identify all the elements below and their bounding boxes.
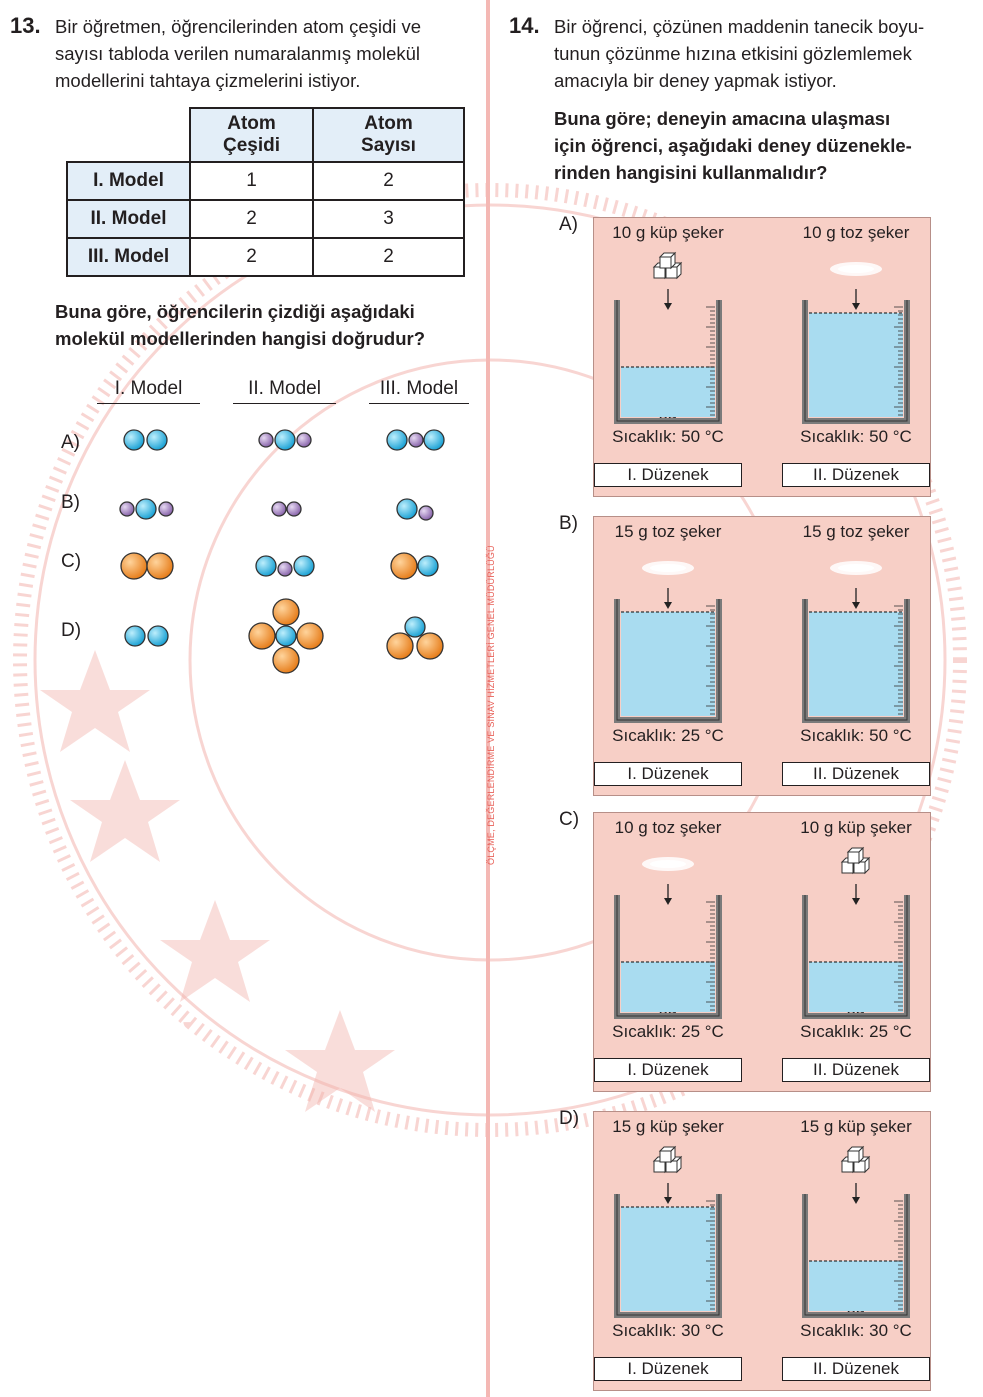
cell-type: 1 <box>189 161 314 201</box>
volume-label: 50 mL su <box>644 381 692 423</box>
molecule-a-3 <box>386 429 445 451</box>
column-divider <box>486 0 490 1397</box>
cell-type: 2 <box>189 199 314 239</box>
q13-option-b[interactable]: B) <box>61 492 80 513</box>
row-label: I. Model <box>66 161 191 201</box>
molecule-c-3 <box>390 552 439 580</box>
model-header-1: I. Model <box>97 378 200 404</box>
molecule-a-1 <box>123 429 168 451</box>
setup-label: I. Düzenek <box>594 1058 742 1082</box>
q13-option-c[interactable]: C) <box>61 551 82 572</box>
volume-label: 50 mL su <box>644 976 692 1018</box>
setup-label: I. Düzenek <box>594 463 742 487</box>
setup-label: II. Düzenek <box>782 762 930 786</box>
volume-label: 100 mL su <box>639 1231 697 1273</box>
table-row: II. Model 2 3 <box>66 199 465 239</box>
molecule-c-2 <box>255 555 315 577</box>
cell-count: 2 <box>312 237 465 277</box>
temperature-label: Sıcaklık: 50 °C <box>612 427 724 446</box>
q13-text: Bir öğretmen, öğrencilerinden atom çeşid… <box>55 16 422 91</box>
molecule-d-1 <box>124 625 169 647</box>
temperature-label: Sıcaklık: 30 °C <box>800 1321 912 1340</box>
q13-option-d[interactable]: D) <box>61 620 82 641</box>
cell-count: 3 <box>312 199 465 239</box>
q14-option-letter[interactable]: C) <box>559 809 580 830</box>
table-row: I. Model 1 2 <box>66 161 465 201</box>
molecule-d-3 <box>386 616 444 660</box>
header-atom-type: Atom Çeşidi <box>189 107 314 163</box>
temperature-label: Sıcaklık: 50 °C <box>800 726 912 745</box>
q14-question: Buna göre; deneyin amacına ulaşması için… <box>554 108 912 183</box>
table-row: III. Model 2 2 <box>66 237 465 277</box>
q14-option-letter[interactable]: D) <box>559 1108 580 1129</box>
temperature-label: Sıcaklık: 50 °C <box>800 427 912 446</box>
q14-number: 14. <box>509 13 540 38</box>
experiment-panel[interactable] <box>593 812 931 1092</box>
model-header-3: III. Model <box>369 378 469 404</box>
atom-table: Atom Çeşidi Atom Sayısı I. Model 1 2 II.… <box>66 107 465 277</box>
side-label: ÖLÇME, DEĞERLENDİRME VE SINAV HİZMETLERİ… <box>486 545 496 865</box>
q13-number: 13. <box>10 13 41 38</box>
molecule-b-1 <box>119 498 174 520</box>
q14-text: Bir öğrenci, çözünen maddenin tanecik bo… <box>554 16 925 91</box>
setup-label: II. Düzenek <box>782 1058 930 1082</box>
setup-label: II. Düzenek <box>782 1357 930 1381</box>
solute-label: 15 g toz şeker <box>802 522 910 541</box>
setup-label: I. Düzenek <box>594 762 742 786</box>
molecule-c-1 <box>120 552 174 580</box>
row-label: III. Model <box>66 237 191 277</box>
volume-label: 100 mL su <box>827 636 885 678</box>
model-header-2: II. Model <box>233 378 336 404</box>
cell-type: 2 <box>189 237 314 277</box>
solute-label: 10 g toz şeker <box>614 818 722 837</box>
solute-label: 15 g küp şeker <box>612 1117 724 1136</box>
solute-label: 10 g küp şeker <box>612 223 724 242</box>
temperature-label: Sıcaklık: 25 °C <box>612 1022 724 1041</box>
volume-label: 100 mL su <box>639 636 697 678</box>
solute-label: 15 g küp şeker <box>800 1117 912 1136</box>
molecule-a-2 <box>258 429 312 451</box>
solute-label: 10 g küp şeker <box>800 818 912 837</box>
molecule-d-2 <box>248 598 324 674</box>
cell-count: 2 <box>312 161 465 201</box>
molecule-b-2 <box>271 501 302 517</box>
q14-option-letter[interactable]: A) <box>559 214 578 235</box>
q14-option-letter[interactable]: B) <box>559 513 578 534</box>
row-label: II. Model <box>66 199 191 239</box>
solute-label: 10 g toz şeker <box>802 223 910 242</box>
q13-option-a[interactable]: A) <box>61 432 80 453</box>
molecule-models <box>119 429 445 674</box>
molecule-b-3 <box>396 498 434 521</box>
volume-label: 50 mL su <box>832 976 880 1018</box>
temperature-label: Sıcaklık: 25 °C <box>800 1022 912 1041</box>
temperature-label: Sıcaklık: 30 °C <box>612 1321 724 1340</box>
volume-label: 100 mL su <box>827 337 885 379</box>
temperature-label: Sıcaklık: 25 °C <box>612 726 724 745</box>
setup-label: I. Düzenek <box>594 1357 742 1381</box>
header-atom-count: Atom Sayısı <box>312 107 465 163</box>
volume-label: 50 mL su <box>832 1275 880 1317</box>
setup-label: II. Düzenek <box>782 463 930 487</box>
q13-question: Buna göre, öğrencilerin çizdiği aşağıdak… <box>55 301 426 349</box>
solute-label: 15 g toz şeker <box>614 522 722 541</box>
